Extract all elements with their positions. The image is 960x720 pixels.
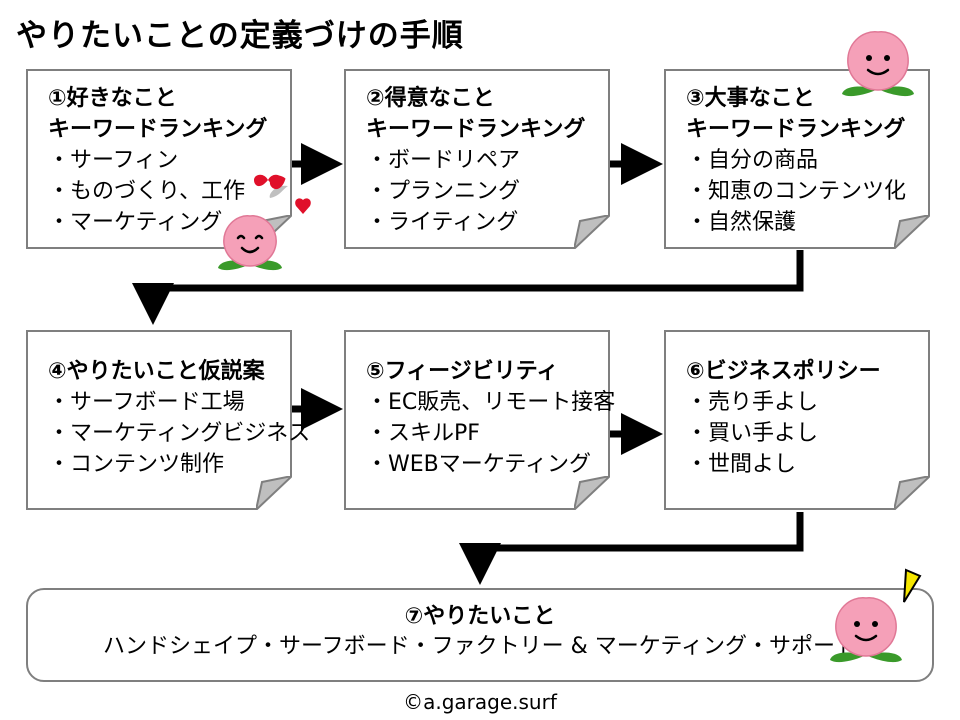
card-item: ・知恵のコンテンツ化: [686, 179, 907, 204]
card-item: ・ものづくり、工作: [48, 179, 246, 204]
peach-mascot-icon: [842, 31, 914, 97]
step-card-2: ②得意なこと キーワードランキング ・ボードリペア ・プランニング ・ライティン…: [344, 69, 610, 249]
card-item: ・WEBマーケティング: [366, 452, 591, 477]
card-item: ・EC販売、リモート接客: [366, 390, 616, 415]
page-fold-icon: [256, 476, 292, 510]
step-card-3: ③大事なこと キーワードランキング ・自分の商品 ・知恵のコンテンツ化 ・自然保…: [664, 69, 930, 249]
card-title: ③大事なこと: [686, 86, 815, 111]
final-title: ⑦やりたいこと: [404, 604, 556, 629]
card-item: ・マーケティングビジネス: [48, 421, 311, 446]
page-fold-icon: [894, 476, 930, 510]
card-title: ⑥ビジネスポリシー: [686, 359, 881, 384]
card-title: キーワードランキング: [48, 117, 268, 142]
card-title: キーワードランキング: [686, 117, 906, 142]
final-result-box: ⑦やりたいこと ハンドシェイプ・サーフボード・ファクトリー & マーケティング・…: [26, 588, 934, 682]
card-item: ・ボードリペア: [366, 148, 521, 173]
card-title: ①好きなこと: [48, 86, 177, 111]
copyright-text: ©a.garage.surf: [403, 690, 557, 714]
card-title: ②得意なこと: [366, 86, 495, 111]
step-card-5: ⑤フィージビリティ ・EC販売、リモート接客 ・スキルPF ・WEBマーケティン…: [344, 330, 616, 510]
peach-mascot-exclaim-icon: [830, 568, 922, 663]
card-item: ・世間よし: [686, 452, 797, 477]
page-title: やりたいことの定義づけの手順: [16, 18, 464, 54]
card-item: ・サーフィン: [48, 148, 179, 173]
card-title: キーワードランキング: [366, 117, 586, 142]
card-item: ・サーフボード工場: [48, 390, 245, 415]
card-title: ④やりたいこと仮説案: [48, 359, 265, 384]
card-item: ・コンテンツ制作: [48, 452, 225, 477]
card-item: ・ライティング: [366, 210, 519, 235]
step-card-6: ⑥ビジネスポリシー ・売り手よし ・買い手よし ・世間よし: [664, 330, 930, 510]
card-item: ・スキルPF: [366, 421, 480, 446]
card-item: ・マーケティング: [48, 210, 223, 235]
card-title: ⑤フィージビリティ: [366, 359, 559, 384]
card-item: ・買い手よし: [686, 421, 819, 446]
step-card-4: ④やりたいこと仮説案 ・サーフボード工場 ・マーケティングビジネス ・コンテンツ…: [26, 330, 311, 510]
peach-mascot-hearts-icon: [218, 174, 311, 271]
page-fold-icon: [574, 215, 610, 249]
card-item: ・自分の商品: [686, 148, 819, 173]
final-text: ハンドシェイプ・サーフボード・ファクトリー & マーケティング・サポート: [102, 634, 858, 659]
card-item: ・プランニング: [366, 179, 521, 204]
page-fold-icon: [894, 215, 930, 249]
card-item: ・自然保護: [686, 210, 797, 235]
arrow-6-to-7: [459, 512, 804, 585]
page-fold-icon: [574, 476, 610, 510]
card-item: ・売り手よし: [686, 390, 819, 415]
arrow-3-to-4: [132, 250, 804, 325]
